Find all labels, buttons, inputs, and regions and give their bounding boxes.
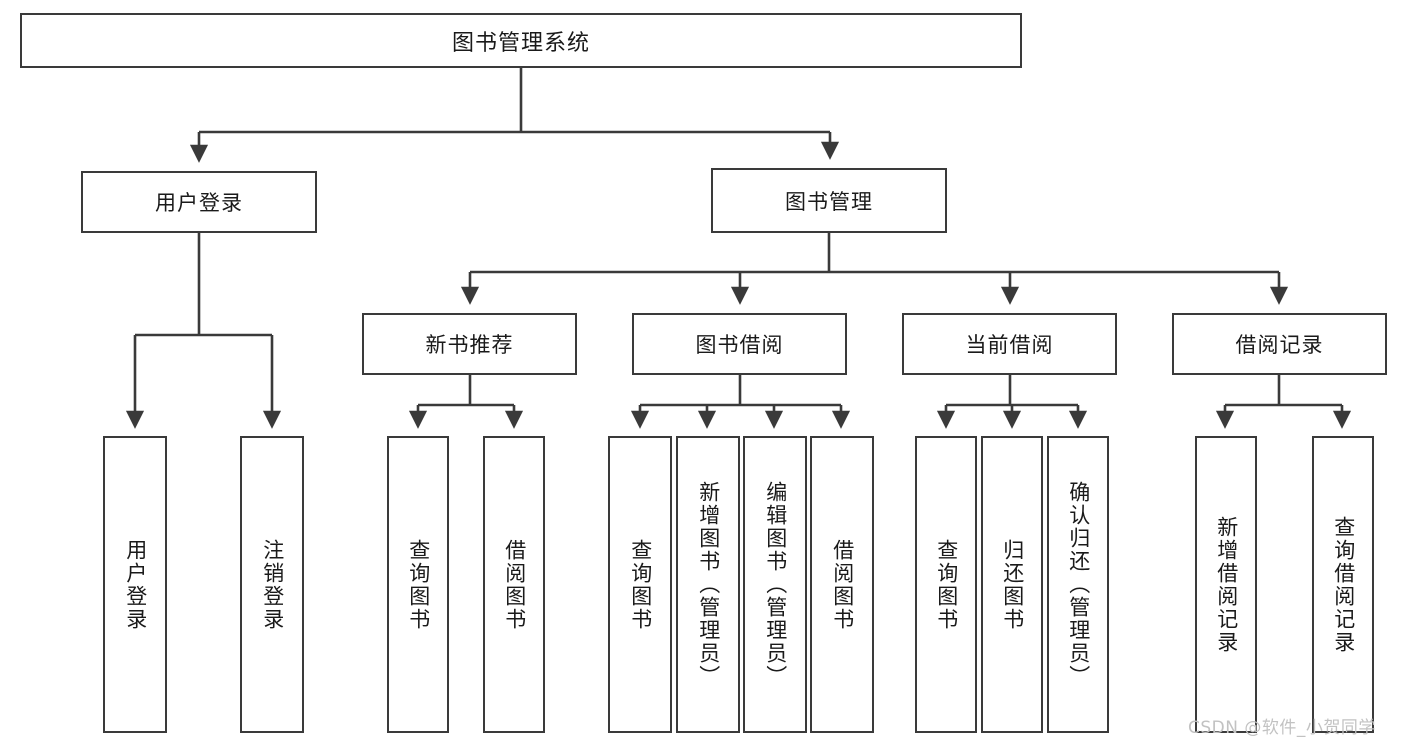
leaf-query-book-borrow[interactable]: 查询图书: [608, 436, 672, 733]
leaf-borrow-book[interactable]: 借阅图书: [810, 436, 874, 733]
node-user-login[interactable]: 用户登录: [81, 171, 317, 233]
leaf-query-book-current[interactable]: 查询图书: [915, 436, 977, 733]
leaf-label: 借阅图书: [502, 538, 527, 631]
leaf-label: 查询图书: [406, 538, 431, 631]
node-borrow-record[interactable]: 借阅记录: [1172, 313, 1387, 375]
leaf-label: 注销登录: [260, 538, 285, 631]
leaf-user-logout[interactable]: 注销登录: [240, 436, 304, 733]
leaf-user-login[interactable]: 用户登录: [103, 436, 167, 733]
leaf-label: 新增借阅记录: [1214, 515, 1239, 654]
node-book-borrow[interactable]: 图书借阅: [632, 313, 847, 375]
leaf-label: 用户登录: [123, 538, 148, 631]
node-book-manage[interactable]: 图书管理: [711, 168, 947, 233]
leaf-label: 查询图书: [934, 538, 959, 631]
leaf-add-book[interactable]: 新增图书（管理员）: [676, 436, 740, 733]
leaf-label: 编辑图书（管理员）: [763, 481, 788, 688]
leaf-add-borrow-record[interactable]: 新增借阅记录: [1195, 436, 1257, 733]
leaf-edit-book[interactable]: 编辑图书（管理员）: [743, 436, 807, 733]
leaf-label: 查询图书: [628, 538, 653, 631]
node-root-system[interactable]: 图书管理系统: [20, 13, 1022, 68]
leaf-label: 新增图书（管理员）: [696, 481, 721, 688]
leaf-query-book-recommend[interactable]: 查询图书: [387, 436, 449, 733]
leaf-return-book[interactable]: 归还图书: [981, 436, 1043, 733]
leaf-label: 借阅图书: [830, 538, 855, 631]
leaf-query-borrow-record[interactable]: 查询借阅记录: [1312, 436, 1374, 733]
leaf-confirm-return[interactable]: 确认归还（管理员）: [1047, 436, 1109, 733]
leaf-label: 查询借阅记录: [1331, 515, 1356, 654]
leaf-label: 确认归还（管理员）: [1066, 481, 1091, 688]
node-current-borrow[interactable]: 当前借阅: [902, 313, 1117, 375]
leaf-label: 归还图书: [1000, 538, 1025, 631]
node-new-book-recommend[interactable]: 新书推荐: [362, 313, 577, 375]
leaf-borrow-book-recommend[interactable]: 借阅图书: [483, 436, 545, 733]
watermark-text: CSDN @软件_小贺同学: [1188, 718, 1376, 738]
